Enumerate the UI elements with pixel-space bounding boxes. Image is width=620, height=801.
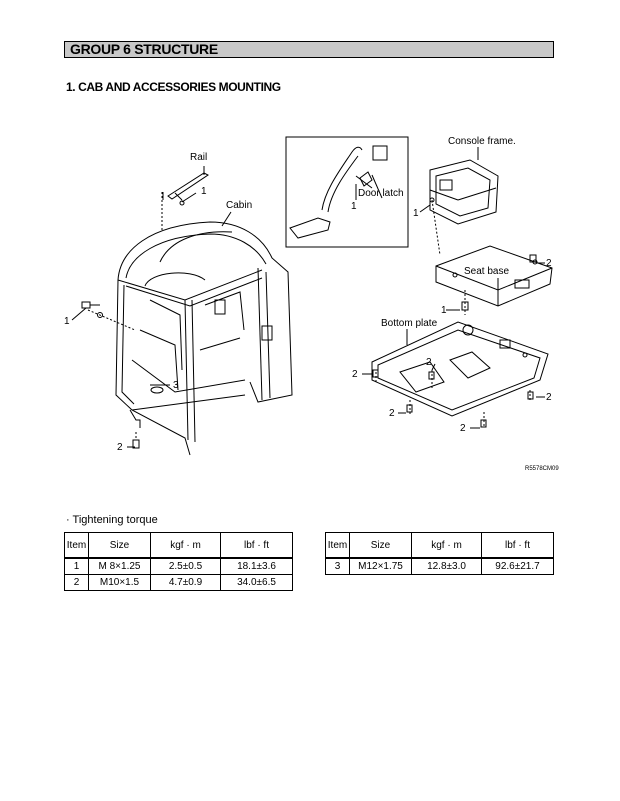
label-rail: Rail <box>190 152 208 163</box>
header-lbf-ft: lbf · ft <box>220 532 293 559</box>
header-size: Size <box>349 532 412 559</box>
callout-2-plate-center: 2 <box>426 357 432 368</box>
callout-1-door: 1 <box>351 201 357 212</box>
label-bottom-plate: Bottom plate <box>381 318 438 329</box>
label-seat-base: Seat base <box>464 266 510 277</box>
cabin-drawing <box>115 221 293 456</box>
callout-1-console: 1 <box>413 208 419 219</box>
rail-drawing <box>161 172 209 230</box>
cell-kgf-m: 2.5±0.5 <box>150 557 221 575</box>
label-cabin: Cabin <box>226 200 253 211</box>
figure-code: R5578CM09 <box>525 466 559 472</box>
cell-lbf-ft: 34.0±6.5 <box>220 574 293 591</box>
door-latch-box <box>285 136 409 248</box>
exploded-view-diagram <box>71 136 553 456</box>
callout-1-side: 1 <box>64 316 70 327</box>
cell-item: 3 <box>325 557 350 575</box>
callout-1-rail: 1 <box>201 186 207 197</box>
callout-2-cabin: 2 <box>117 442 123 453</box>
torque-table-2: Item Size kgf · m lbf · ft 3 M12×1.75 12… <box>325 532 554 575</box>
label-console-frame: Console frame. <box>448 136 516 147</box>
header-item: Item <box>325 532 350 559</box>
door-latch-drawing <box>289 145 388 239</box>
callout-3: 3 <box>173 380 179 391</box>
callout-2-plate-bottom: 2 <box>460 423 466 434</box>
callout-2-plate-right: 2 <box>546 392 552 403</box>
cell-item: 2 <box>64 574 89 591</box>
table-row: 2 M10×1.5 4.7±0.9 34.0±6.5 <box>64 574 293 591</box>
torque-table-1: Item Size kgf · m lbf · ft 1 M 8×1.25 2.… <box>64 532 293 591</box>
header-item: Item <box>64 532 89 559</box>
group-header: GROUP 6 STRUCTURE <box>64 41 554 58</box>
cell-lbf-ft: 92.6±21.7 <box>481 557 554 575</box>
cell-kgf-m: 4.7±0.9 <box>150 574 221 591</box>
section-title: 1. CAB AND ACCESSORIES MOUNTING <box>66 80 281 94</box>
callout-1-seat: 1 <box>441 305 447 316</box>
callout-2-seat: 2 <box>546 258 552 269</box>
cell-lbf-ft: 18.1±3.6 <box>220 557 293 575</box>
callout-2-plate-left: 2 <box>352 369 358 380</box>
seat-base-drawing <box>435 245 553 315</box>
torque-title: · Tightening torque <box>66 514 158 526</box>
table-row: 3 M12×1.75 12.8±3.0 92.6±21.7 <box>325 557 554 575</box>
table-row: 1 M 8×1.25 2.5±0.5 18.1±3.6 <box>64 557 293 575</box>
cell-kgf-m: 12.8±3.0 <box>411 557 482 575</box>
header-kgf-m: kgf · m <box>150 532 221 559</box>
cell-item: 1 <box>64 557 89 575</box>
label-door-latch: Door latch <box>358 188 404 199</box>
header-lbf-ft: lbf · ft <box>481 532 554 559</box>
cell-size: M10×1.5 <box>88 574 151 591</box>
leader-lines <box>127 147 545 448</box>
header-kgf-m: kgf · m <box>411 532 482 559</box>
header-size: Size <box>88 532 151 559</box>
console-frame-drawing <box>429 159 499 256</box>
side-bolts-drawing <box>71 301 140 449</box>
callout-2-plate-front: 2 <box>389 408 395 419</box>
cell-size: M 8×1.25 <box>88 557 151 575</box>
bottom-plate-drawing <box>371 321 549 428</box>
cell-size: M12×1.75 <box>349 557 412 575</box>
